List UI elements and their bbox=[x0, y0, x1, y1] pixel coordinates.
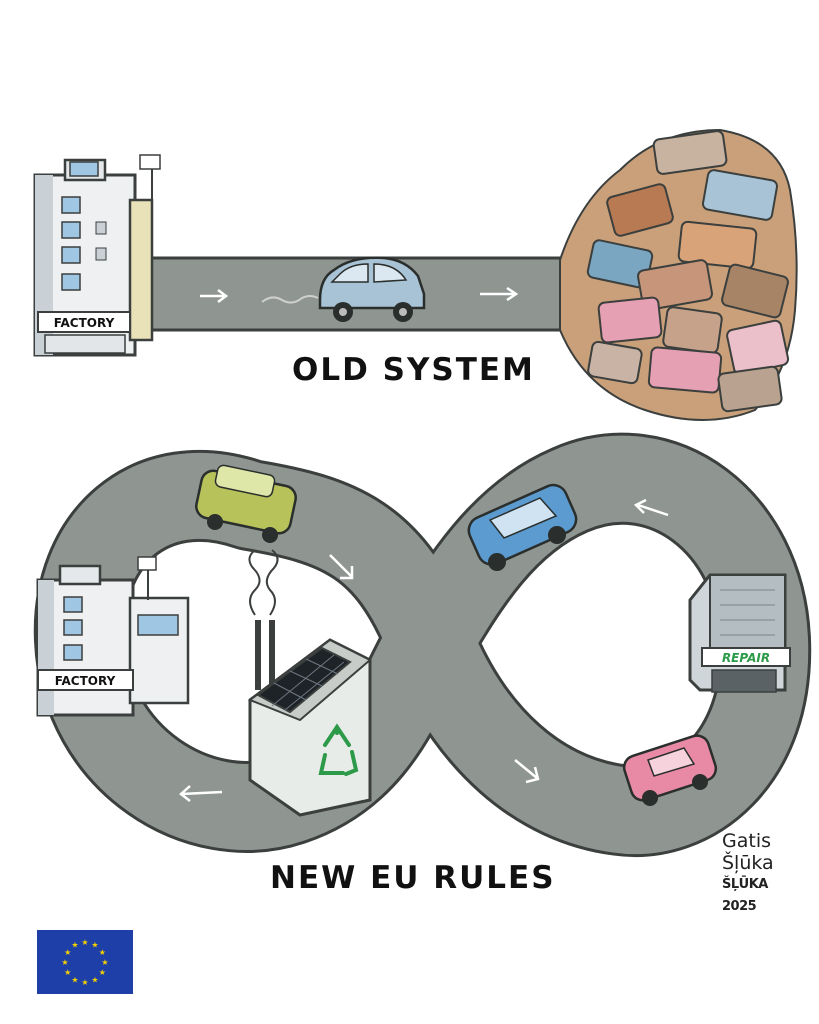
eu-star-icon: ★ bbox=[81, 938, 88, 947]
arrow-icon bbox=[329, 554, 354, 580]
factory-sign-bottom: FACTORY bbox=[55, 674, 116, 688]
arrow-icon bbox=[633, 498, 669, 517]
car-icon bbox=[318, 256, 426, 322]
eu-stars: ★★★★★★★★★★★★ bbox=[61, 938, 108, 987]
artist-signature: Gatis Šļūka ŠĻŪKA 2025 bbox=[722, 830, 802, 918]
eu-star-icon: ★ bbox=[99, 948, 106, 957]
eu-star-icon: ★ bbox=[61, 958, 68, 967]
eu-star-icon: ★ bbox=[64, 948, 71, 957]
repair-sign: REPAIR bbox=[722, 651, 770, 665]
factory-icon: FACTORY bbox=[33, 154, 161, 357]
old-system-caption: OLD SYSTEM bbox=[292, 352, 535, 388]
eu-flag-icon bbox=[37, 930, 133, 994]
solar-panel-icon bbox=[256, 646, 352, 714]
eu-star-icon: ★ bbox=[81, 978, 88, 987]
car-icon bbox=[467, 483, 578, 571]
eu-star-icon: ★ bbox=[71, 975, 78, 984]
eu-star-icon: ★ bbox=[99, 968, 106, 977]
recycling-building bbox=[247, 549, 372, 817]
infinity-road bbox=[33, 432, 812, 858]
scrapheap-icon bbox=[559, 128, 798, 421]
arrow-icon bbox=[179, 785, 223, 802]
arrow-icon bbox=[514, 759, 540, 784]
eu-star-icon: ★ bbox=[64, 968, 71, 977]
eu-star-icon: ★ bbox=[101, 958, 108, 967]
factory-sign-top: FACTORY bbox=[54, 316, 115, 330]
factory-icon: FACTORY bbox=[36, 556, 190, 717]
car-icon bbox=[622, 734, 718, 806]
arrow-icon bbox=[200, 289, 229, 303]
signature-tag: ŠĻŪKA 2025 bbox=[722, 877, 768, 914]
signature-last-name: Šļūka bbox=[722, 852, 774, 874]
signature-first-name: Gatis bbox=[722, 830, 771, 852]
repair-shop-icon: REPAIR bbox=[688, 573, 791, 693]
eu-star-icon: ★ bbox=[71, 941, 78, 950]
eu-star-icon: ★ bbox=[91, 941, 98, 950]
recycling-icon bbox=[318, 723, 359, 776]
arrow-icon bbox=[480, 286, 519, 302]
car-icon bbox=[195, 464, 297, 543]
eu-star-icon: ★ bbox=[91, 975, 98, 984]
new-eu-rules-caption: NEW EU RULES bbox=[270, 860, 556, 896]
